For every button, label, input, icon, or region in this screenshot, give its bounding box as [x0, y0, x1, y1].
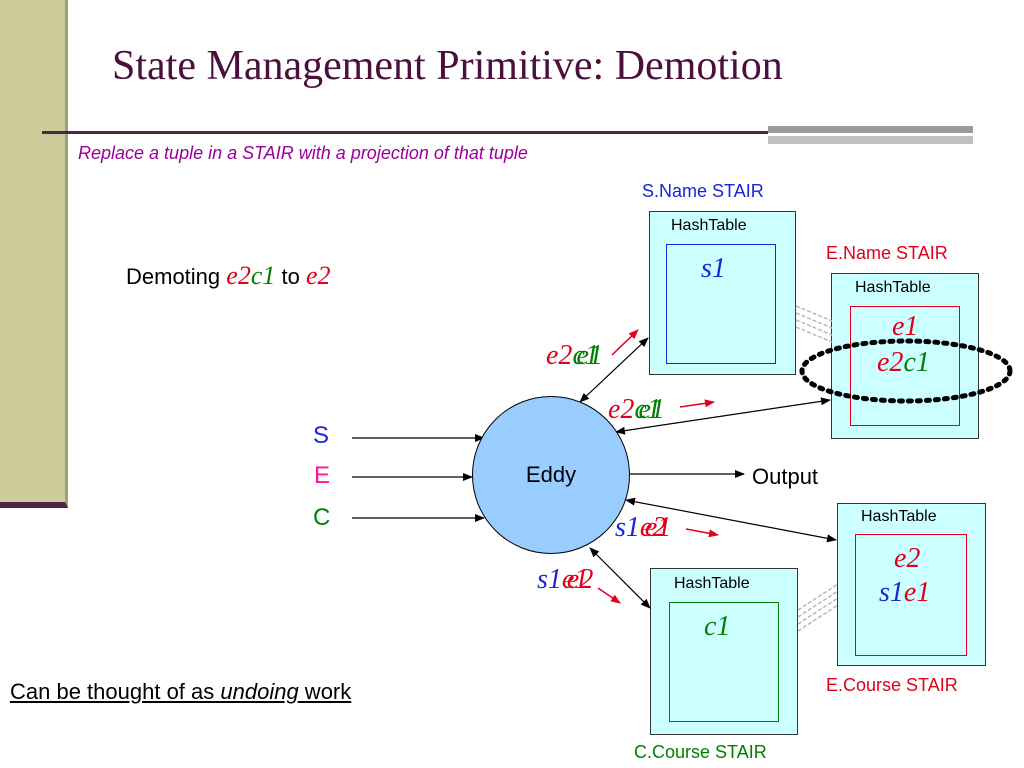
- flow-upper2-e: e2: [608, 394, 635, 425]
- demoting-from-c: c1: [250, 261, 276, 290]
- footer-pre: Can be thought of as: [10, 679, 221, 704]
- ename-tuple-c1: c1: [903, 347, 930, 378]
- output-label: Output: [752, 464, 819, 489]
- left-accent-bar: [0, 0, 68, 508]
- flow-lower2-e: e1: [561, 564, 589, 595]
- arrow-eddy-ccourse: [589, 547, 651, 609]
- ecourse-tuple-e1: e1: [903, 577, 931, 608]
- demoting-to-e: e2: [305, 261, 331, 290]
- demoting-from-e: e2: [226, 261, 251, 290]
- ename-tuple-e1: e1: [892, 311, 919, 342]
- ename-stair-title: E.Name STAIR: [826, 243, 948, 263]
- demoting-text: Demoting e2c1 to e2: [126, 261, 331, 291]
- sname-hashtable-label: HashTable: [671, 217, 747, 234]
- ecourse-tuple-s1: s1: [879, 577, 904, 608]
- stream-s-label: S: [313, 422, 330, 449]
- red-arrow-lower1: [685, 528, 719, 538]
- hatch-ccourse-ecourse: [797, 583, 839, 632]
- flow-lower1-e: e2: [639, 512, 667, 543]
- title-rule: [42, 131, 768, 134]
- sname-stair-title: S.Name STAIR: [642, 181, 764, 201]
- slide-subtitle: Replace a tuple in a STAIR with a projec…: [78, 143, 528, 163]
- flow-lower1-e-overlay: e1: [644, 512, 672, 543]
- ename-hashtable-box: e1 e2c1: [850, 306, 960, 426]
- ccourse-hashtable-label: HashTable: [674, 575, 750, 592]
- red-arrow-lower2: [597, 587, 621, 604]
- eddy-label: Eddy: [525, 462, 577, 487]
- slide-title: State Management Primitive: Demotion: [112, 43, 783, 89]
- sname-hashtable-box: s1: [666, 244, 776, 364]
- flow-lower2-e-overlay: e2: [566, 564, 594, 595]
- ccourse-stair-box: HashTable c1: [650, 568, 798, 735]
- flow-upper1-c-overlay: e1: [576, 340, 603, 371]
- flow-upper1-e: e2: [546, 340, 573, 371]
- footer-post: work: [298, 679, 352, 704]
- red-arrow-upper2: [679, 399, 715, 408]
- ename-stair-box: HashTable e1 e2c1: [831, 273, 979, 439]
- demoting-prefix: Demoting: [126, 264, 227, 289]
- ccourse-tuple-c1: c1: [704, 611, 731, 642]
- red-arrow-upper1: [611, 329, 639, 356]
- ename-hashtable-label: HashTable: [855, 279, 931, 296]
- ecourse-stair-title: E.Course STAIR: [826, 675, 958, 695]
- footer-em: undoing: [220, 679, 299, 704]
- flow-lower1-s: s1: [615, 512, 640, 543]
- footer-note: Can be thought of as undoing work: [10, 679, 351, 705]
- stream-c-label: C: [313, 504, 331, 531]
- arrow-eddy-sname: [579, 337, 649, 403]
- title-rule-accent: [768, 126, 973, 133]
- eddy-node: Eddy: [472, 396, 630, 554]
- ecourse-tuple-s1e1: s1e1: [879, 577, 930, 609]
- ecourse-stair-box: HashTable e2 s1e1: [837, 503, 986, 666]
- arrow-eddy-ename: [615, 397, 831, 435]
- stream-e-label: E: [314, 462, 331, 489]
- sname-tuple-s1: s1: [701, 253, 726, 284]
- ecourse-tuple-e2: e2: [894, 543, 921, 574]
- title-rule-accent-light: [768, 136, 973, 144]
- flow-upper2-c: c1: [634, 394, 661, 425]
- flow-lower2-s: s1: [537, 564, 562, 595]
- demotion-highlight-ellipse: [799, 338, 1013, 404]
- ename-tuple-e2: e2: [877, 347, 904, 378]
- arrow-eddy-ecourse: [625, 497, 837, 543]
- hatch-sname-ename: [795, 305, 833, 343]
- flow-upper2-c-overlay: e1: [638, 394, 665, 425]
- ecourse-hashtable-label: HashTable: [861, 508, 937, 525]
- ccourse-stair-title: C.Course STAIR: [634, 742, 767, 762]
- flow-upper1-c: c1: [572, 340, 599, 371]
- sname-stair-box: HashTable s1: [649, 211, 796, 375]
- demoting-mid: to: [275, 264, 306, 289]
- ename-tuple-e2c1: e2c1: [877, 347, 930, 379]
- ccourse-hashtable-box: c1: [669, 602, 779, 722]
- ecourse-hashtable-box: e2 s1e1: [855, 534, 967, 656]
